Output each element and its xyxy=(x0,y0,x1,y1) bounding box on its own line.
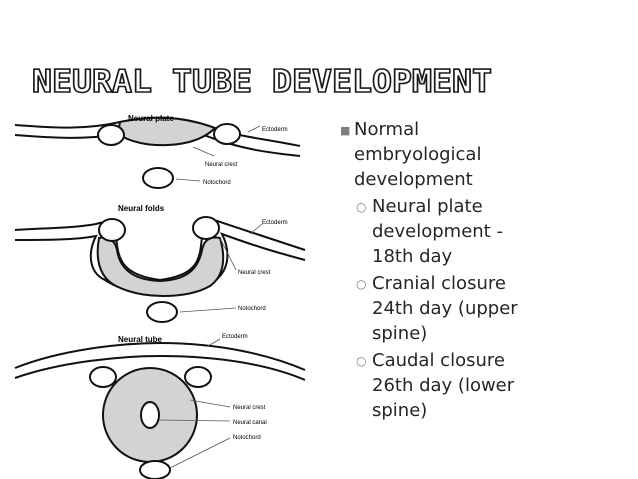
stage1-ectoderm-label: Ectoderm xyxy=(262,127,288,133)
square-bullet-icon: ■ xyxy=(340,124,351,137)
notochord-shape xyxy=(139,460,171,479)
slide-title: NEURAL TUBE DEVELOPMENT xyxy=(32,64,492,100)
neural-crest-shape xyxy=(89,366,117,388)
sub-bullet-text: Cranial closure 24th day (upper spine) xyxy=(372,273,518,344)
bullet-main-text: Normal embryological development xyxy=(354,119,482,190)
sub-bullet-text: Caudal closure 26th day (lower spine) xyxy=(372,350,515,421)
notochord-shape xyxy=(146,301,178,323)
stage2-neural-crest-label: Neural crest xyxy=(238,270,271,276)
stage-neural-folds: Neural folds Ectoderm Neural crest Notoc… xyxy=(14,204,306,323)
stage2-heading: Neural folds xyxy=(118,204,165,213)
neural-crest-shape xyxy=(184,366,212,388)
bullet-main: ■ Normal embryological development xyxy=(340,117,630,192)
sub-bullet: ○ Neural plate development - 18th day xyxy=(356,194,630,269)
stage3-neural-crest-label: Neural crest xyxy=(233,405,266,411)
stage3-neural-canal-label: Neural canal xyxy=(233,420,267,426)
stage-neural-tube: Neural tube Ectoderm Neural crest Neural… xyxy=(14,334,306,479)
notochord-shape xyxy=(142,167,174,189)
slide-title-graphic: NEURAL TUBE DEVELOPMENT xyxy=(31,63,493,100)
stage3-heading: Neural tube xyxy=(118,335,163,344)
sub-bullet: ○ Caudal closure 26th day (lower spine) xyxy=(356,348,630,423)
bullet-list: ■ Normal embryological development ○ Neu… xyxy=(340,117,630,423)
stage3-ectoderm-label: Ectoderm xyxy=(222,334,248,340)
stage1-heading: Neural plate xyxy=(128,114,174,123)
stage1-neural-crest-label: Neural crest xyxy=(205,162,238,168)
stage3-notochord-label: Notochord xyxy=(233,435,261,441)
stage2-notochord-label: Notochord xyxy=(238,306,266,312)
sub-bullet: ○ Cranial closure 24th day (upper spine) xyxy=(356,271,630,346)
neural-crest-shape xyxy=(97,124,125,146)
circle-bullet-icon: ○ xyxy=(356,354,367,368)
neural-crest-shape xyxy=(192,216,220,240)
neural-tube-diagram: Neural plate Ectoderm Neural crest Notoc… xyxy=(14,114,306,479)
stage2-ectoderm-label: Ectoderm xyxy=(262,220,288,226)
stage-neural-plate: Neural plate Ectoderm Neural crest Notoc… xyxy=(14,114,301,189)
circle-bullet-icon: ○ xyxy=(356,200,367,214)
stage1-notochord-label: Notochord xyxy=(203,180,231,186)
circle-bullet-icon: ○ xyxy=(356,277,367,291)
neural-canal-shape xyxy=(140,401,160,429)
sub-bullet-text: Neural plate development - 18th day xyxy=(372,196,503,267)
neural-crest-shape xyxy=(213,123,241,145)
neural-crest-shape xyxy=(98,218,126,242)
